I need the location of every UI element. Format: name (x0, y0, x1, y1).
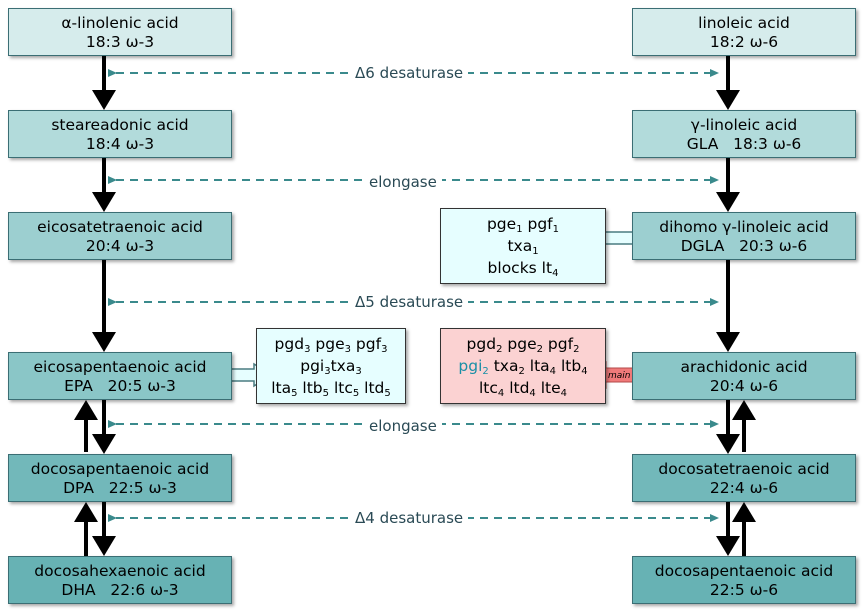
eicosanoid-pgi2: pgi2 (458, 357, 489, 377)
arrow-dgla-to-aa (716, 260, 740, 352)
enzyme-label-delta4: Δ4 desaturase (350, 509, 469, 527)
eicosanoid-ltd4: ltd4 (509, 379, 536, 399)
eicosanoid-lta5: lta5 (271, 379, 298, 399)
enzyme-label-delta5: Δ5 desaturase (350, 293, 469, 311)
eicosanoid-pgi3: pgi3 (300, 357, 331, 377)
fatty-acid-name: eicosapentaenoic acid (33, 358, 207, 376)
fatty-acid-aa: arachidonic acid 20:4 ω-6 (632, 352, 856, 400)
fatty-acid-name: α-linolenic acid (61, 14, 179, 32)
eicosanoid-pgd3: pgd3 (274, 335, 311, 355)
fatty-acid-detail: 18:2 ω-6 (709, 33, 779, 51)
fatty-acid-name: linoleic acid (698, 14, 790, 32)
eicosanoid-pgf2: pgf2 (547, 335, 580, 355)
aa-products-line-1: pgd2 pge2 pgf2 (441, 333, 605, 355)
fatty-acid-name: docosahexaenoic acid (34, 562, 206, 580)
fatty-acid-gla: γ-linoleic acid GLA 18:3 ω-6 (632, 110, 856, 158)
fatty-acid-detail: 22:4 ω-6 (709, 479, 779, 497)
enzyme-label-elongase-2: elongase (364, 417, 442, 435)
fatty-acid-detail: 22:5 ω-6 (709, 581, 779, 599)
arrow-dta-to-aa (732, 400, 756, 452)
eicosanoid-ltb4: ltb4 (560, 357, 588, 377)
fatty-acid-name: eicosatetraenoic acid (37, 218, 203, 236)
dgla-products-line-2: txa1 (441, 235, 605, 257)
eicosanoid-ltc5: ltc5 (333, 379, 360, 399)
eicosanoid-pgf1: pgf1 (527, 215, 560, 235)
epa-products-line-2: pgi3txa3 (257, 355, 405, 377)
eicosanoid-txa1: txa1 (507, 237, 539, 257)
arrow-dpa-to-epa (74, 400, 98, 452)
fatty-acid-detail: GLA 18:3 ω-6 (686, 135, 802, 153)
fatty-acid-dha: docosahexaenoic acid DHA 22:6 ω-3 (8, 556, 232, 604)
aa-products-box: pgd2 pge2 pgf2 pgi2 txa2 lta4 ltb4 ltc4 … (440, 328, 606, 404)
right-flow-arrows (716, 56, 756, 556)
fatty-acid-detail: 20:4 ω-3 (85, 237, 155, 255)
aa-products-line-3: ltc4 ltd4 lte4 (441, 377, 605, 399)
dgla-products-box: pge1 pgf1 txa1 blocks lt4 (440, 208, 606, 284)
fatty-acid-detail: 20:4 ω-6 (709, 377, 779, 395)
eicosanoid-ltd5: ltd5 (364, 379, 391, 399)
fatty-acid-name: docosapentaenoic acid (654, 562, 834, 580)
arrow-aa-to-dta (716, 400, 740, 454)
fatty-acid-dta: docosatetraenoic acid 22:4 ω-6 (632, 454, 856, 502)
fatty-acid-sda: steareadonic acid 18:4 ω-3 (8, 110, 232, 158)
epa-products-line-3: lta5 ltb5 ltc5 ltd5 (257, 377, 405, 399)
arrow-ala-to-sda (92, 56, 116, 110)
fatty-acid-ala: α-linolenic acid 18:3 ω-3 (8, 8, 232, 56)
eicosanoid-pge3: pge3 (315, 335, 351, 355)
dgla-products-line-3: blocks lt4 (441, 257, 605, 279)
eicosanoid-ltc4: ltc4 (478, 379, 505, 399)
main-pathway-label: main (608, 371, 631, 381)
arrow-dha-to-dpa (74, 502, 98, 556)
fatty-acid-dpa-n3: docosapentaenoic acid DPA 22:5 ω-3 (8, 454, 232, 502)
arrow-la-to-gla (716, 56, 740, 110)
eicosanoid-pge1: pge1 (486, 215, 523, 235)
eicosanoid-lta4: lta4 (529, 357, 557, 377)
eicosanoid-txa2: txa2 (493, 357, 525, 377)
arrow-eta-to-epa (92, 260, 116, 352)
eicosanoid-blocks-lt4: blocks lt4 (487, 259, 559, 279)
fatty-acid-detail: 18:4 ω-3 (85, 135, 155, 153)
epa-products-box: pgd3 pge3 pgf3 pgi3txa3 lta5 ltb5 ltc5 l… (256, 328, 406, 404)
eicosanoid-pge2: pge2 (507, 335, 543, 355)
arrow-gla-to-dgla (716, 158, 740, 212)
arrow-sda-to-eta (92, 158, 116, 212)
aa-products-line-2: pgi2 txa2 lta4 ltb4 (441, 355, 605, 377)
arrow-epa-to-dpa (92, 400, 116, 454)
fatty-acid-la: linoleic acid 18:2 ω-6 (632, 8, 856, 56)
fatty-acid-name: docosapentaenoic acid (30, 460, 210, 478)
arrow-dpa6-to-dta (732, 502, 756, 556)
fatty-acid-dgla: dihomo γ-linoleic acid DGLA 20:3 ω-6 (632, 212, 856, 260)
arrow-dta-to-dpa6 (716, 502, 740, 556)
left-flow-arrows (74, 56, 116, 556)
epa-products-line-1: pgd3 pge3 pgf3 (257, 333, 405, 355)
enzyme-label-elongase-1: elongase (364, 173, 442, 191)
fatty-acid-name: arachidonic acid (680, 358, 808, 376)
fatty-acid-detail: DGLA 20:3 ω-6 (680, 237, 808, 255)
eicosanoid-ltb5: ltb5 (302, 379, 330, 399)
fatty-acid-name: dihomo γ-linoleic acid (659, 218, 829, 236)
fatty-acid-detail: DHA 22:6 ω-3 (61, 581, 179, 599)
fatty-acid-detail: 18:3 ω-3 (85, 33, 155, 51)
fatty-acid-detail: EPA 20:5 ω-3 (64, 377, 176, 395)
eicosanoid-lte4: lte4 (540, 379, 568, 399)
enzyme-label-delta6: Δ6 desaturase (350, 64, 469, 82)
arrow-dpa-to-dha (92, 502, 116, 556)
fatty-acid-name: γ-linoleic acid (690, 116, 798, 134)
fatty-acid-name: steareadonic acid (51, 116, 189, 134)
fatty-acid-detail: DPA 22:5 ω-3 (63, 479, 177, 497)
fatty-acid-eta: eicosatetraenoic acid 20:4 ω-3 (8, 212, 232, 260)
fatty-acid-epa: eicosapentaenoic acid EPA 20:5 ω-3 (8, 352, 232, 400)
dgla-products-line-1: pge1 pgf1 (441, 213, 605, 235)
eicosanoid-txa3: txa3 (330, 357, 362, 377)
eicosanoid-pgd2: pgd2 (466, 335, 503, 355)
fatty-acid-name: docosatetraenoic acid (658, 460, 830, 478)
eicosanoid-pgf3: pgf3 (355, 335, 388, 355)
fatty-acid-dpa-n6: docosapentaenoic acid 22:5 ω-6 (632, 556, 856, 604)
